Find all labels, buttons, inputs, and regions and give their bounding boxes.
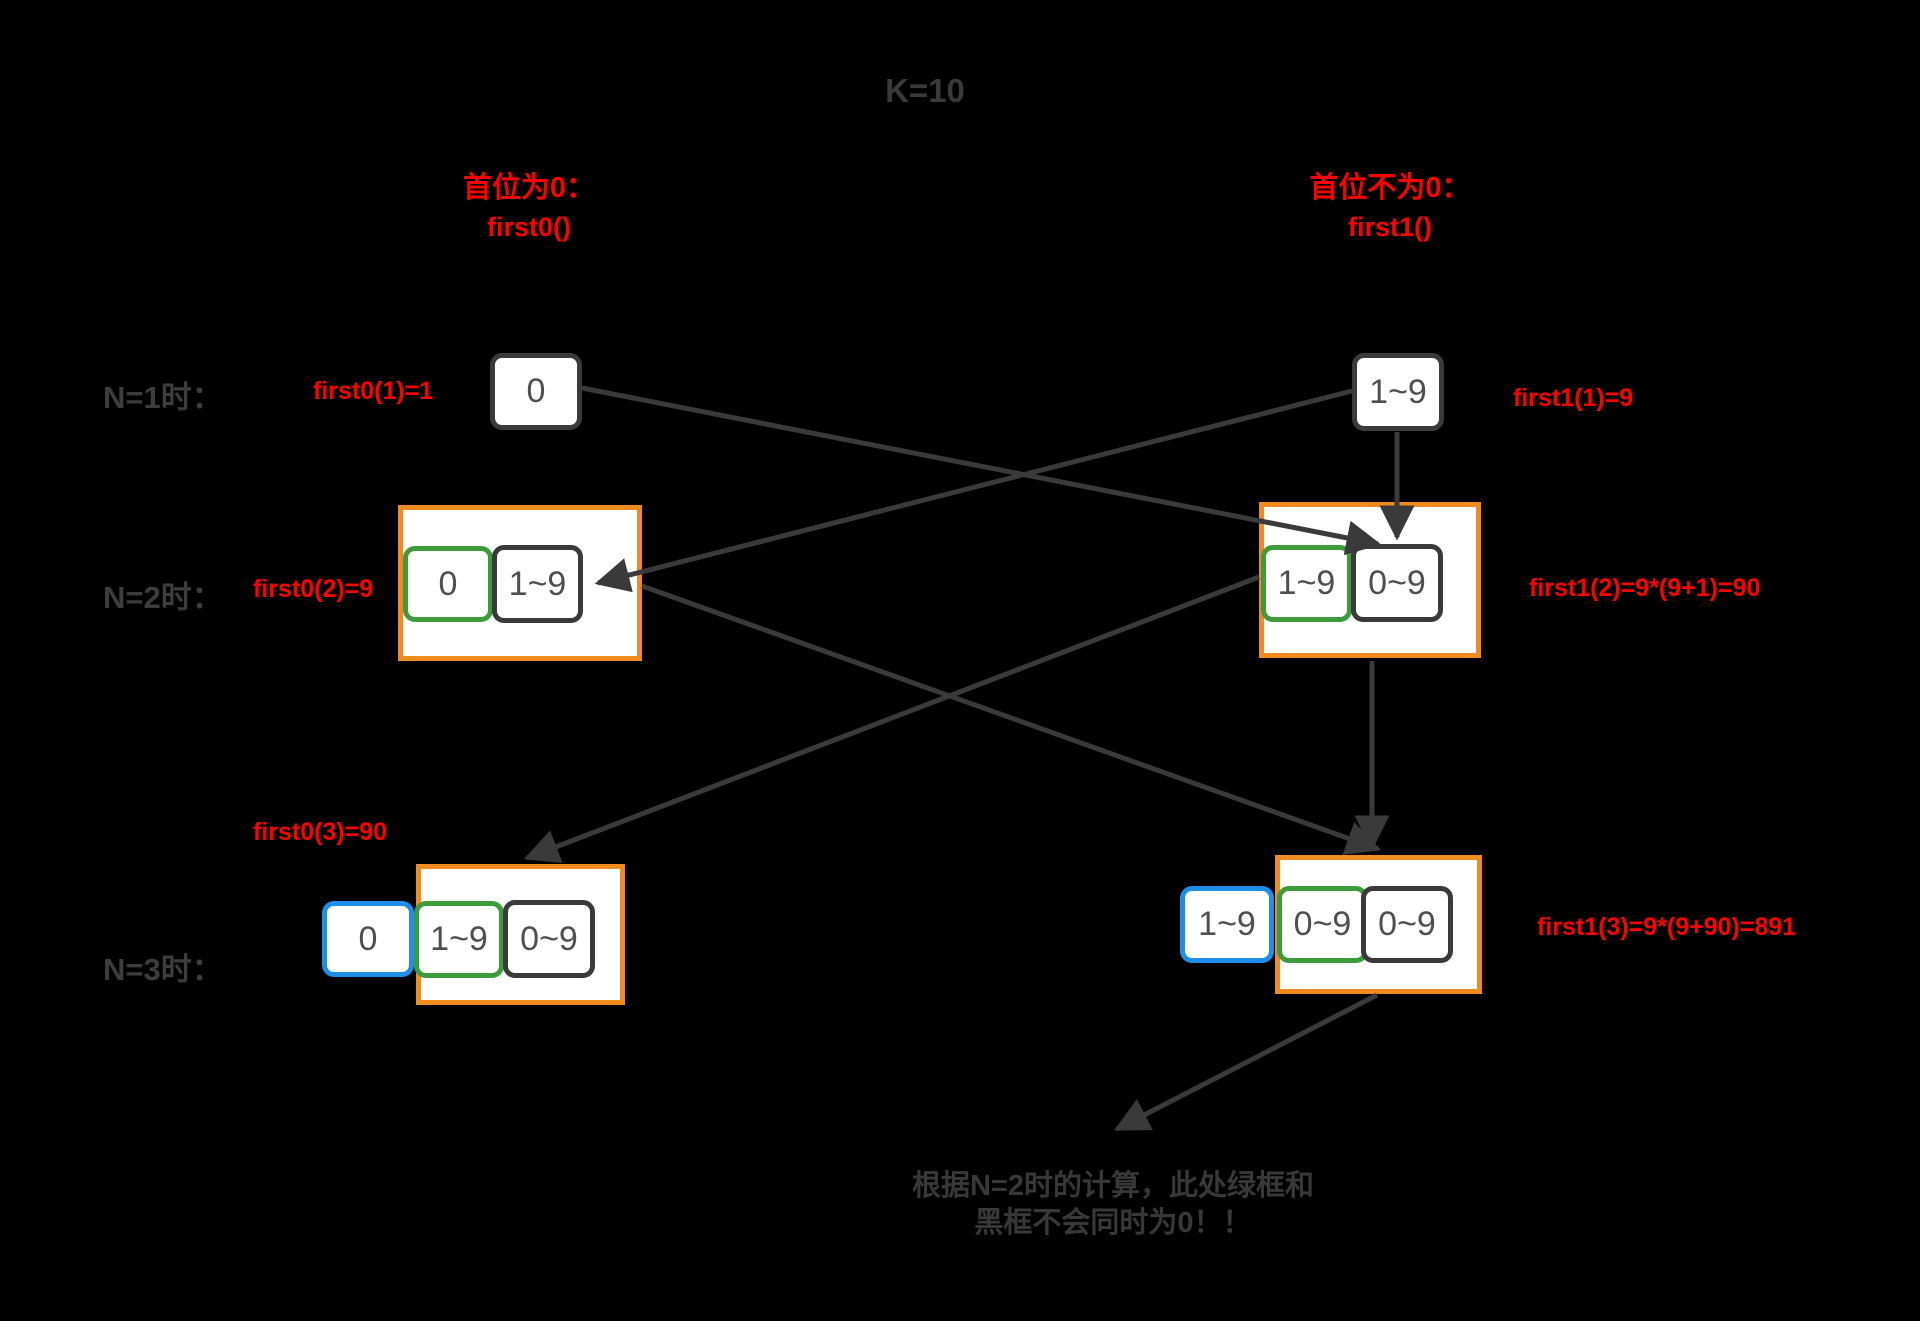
header-first0-line1: 首位为0： [462, 172, 596, 204]
annotation-line2: 黑框不会同时为0！！ [974, 1207, 1252, 1239]
box-n2-first1-black: 0~9 [1351, 544, 1443, 622]
box-n3-first1-green: 0~9 [1277, 886, 1368, 963]
header-first1-line2: first1() [1347, 212, 1433, 242]
arrow-n3first1-to-annotation [1113, 992, 1379, 1132]
annotation-line1: 根据N=2时的计算，此处绿框和 [911, 1170, 1315, 1202]
header-first0: 首位为0： first0() [463, 168, 595, 246]
formula-first1-1: first1(1)=9 [1513, 384, 1634, 412]
box-n2-first1-green: 1~9 [1261, 545, 1352, 622]
row-label-n2: N=2时： [103, 580, 223, 615]
formula-first0-2: first0(2)=9 [253, 575, 374, 603]
formula-first1-3: first1(3)=9*(9+90)=891 [1537, 913, 1797, 941]
diagram-title: K=10 [885, 72, 965, 109]
box-n3-first1-blue: 1~9 [1180, 886, 1274, 963]
formula-first0-1: first0(1)=1 [313, 377, 434, 405]
box-n1-first1: 1~9 [1352, 353, 1444, 431]
header-first1-line1: 首位不为0： [1309, 172, 1471, 204]
box-n2-first0-black: 1~9 [492, 545, 583, 623]
box-n3-first0-black: 0~9 [503, 900, 595, 978]
box-n2-first0-green: 0 [403, 546, 493, 622]
header-first0-line2: first0() [486, 212, 572, 242]
box-n3-first0-blue: 0 [322, 901, 414, 977]
row-label-n3: N=3时： [103, 952, 223, 987]
formula-first1-2: first1(2)=9*(9+1)=90 [1529, 574, 1761, 602]
box-n1-first0: 0 [490, 353, 582, 430]
box-n3-first0-green: 1~9 [414, 901, 504, 978]
annotation-note: 根据N=2时的计算，此处绿框和 黑框不会同时为0！！ [912, 1168, 1314, 1242]
formula-first0-3: first0(3)=90 [253, 818, 388, 846]
header-first1: 首位不为0： first1() [1309, 168, 1470, 246]
box-n3-first1-black: 0~9 [1361, 886, 1453, 963]
arrow-n1first1-to-n2first0 [594, 388, 1353, 593]
row-label-n1: N=1时： [103, 380, 223, 415]
